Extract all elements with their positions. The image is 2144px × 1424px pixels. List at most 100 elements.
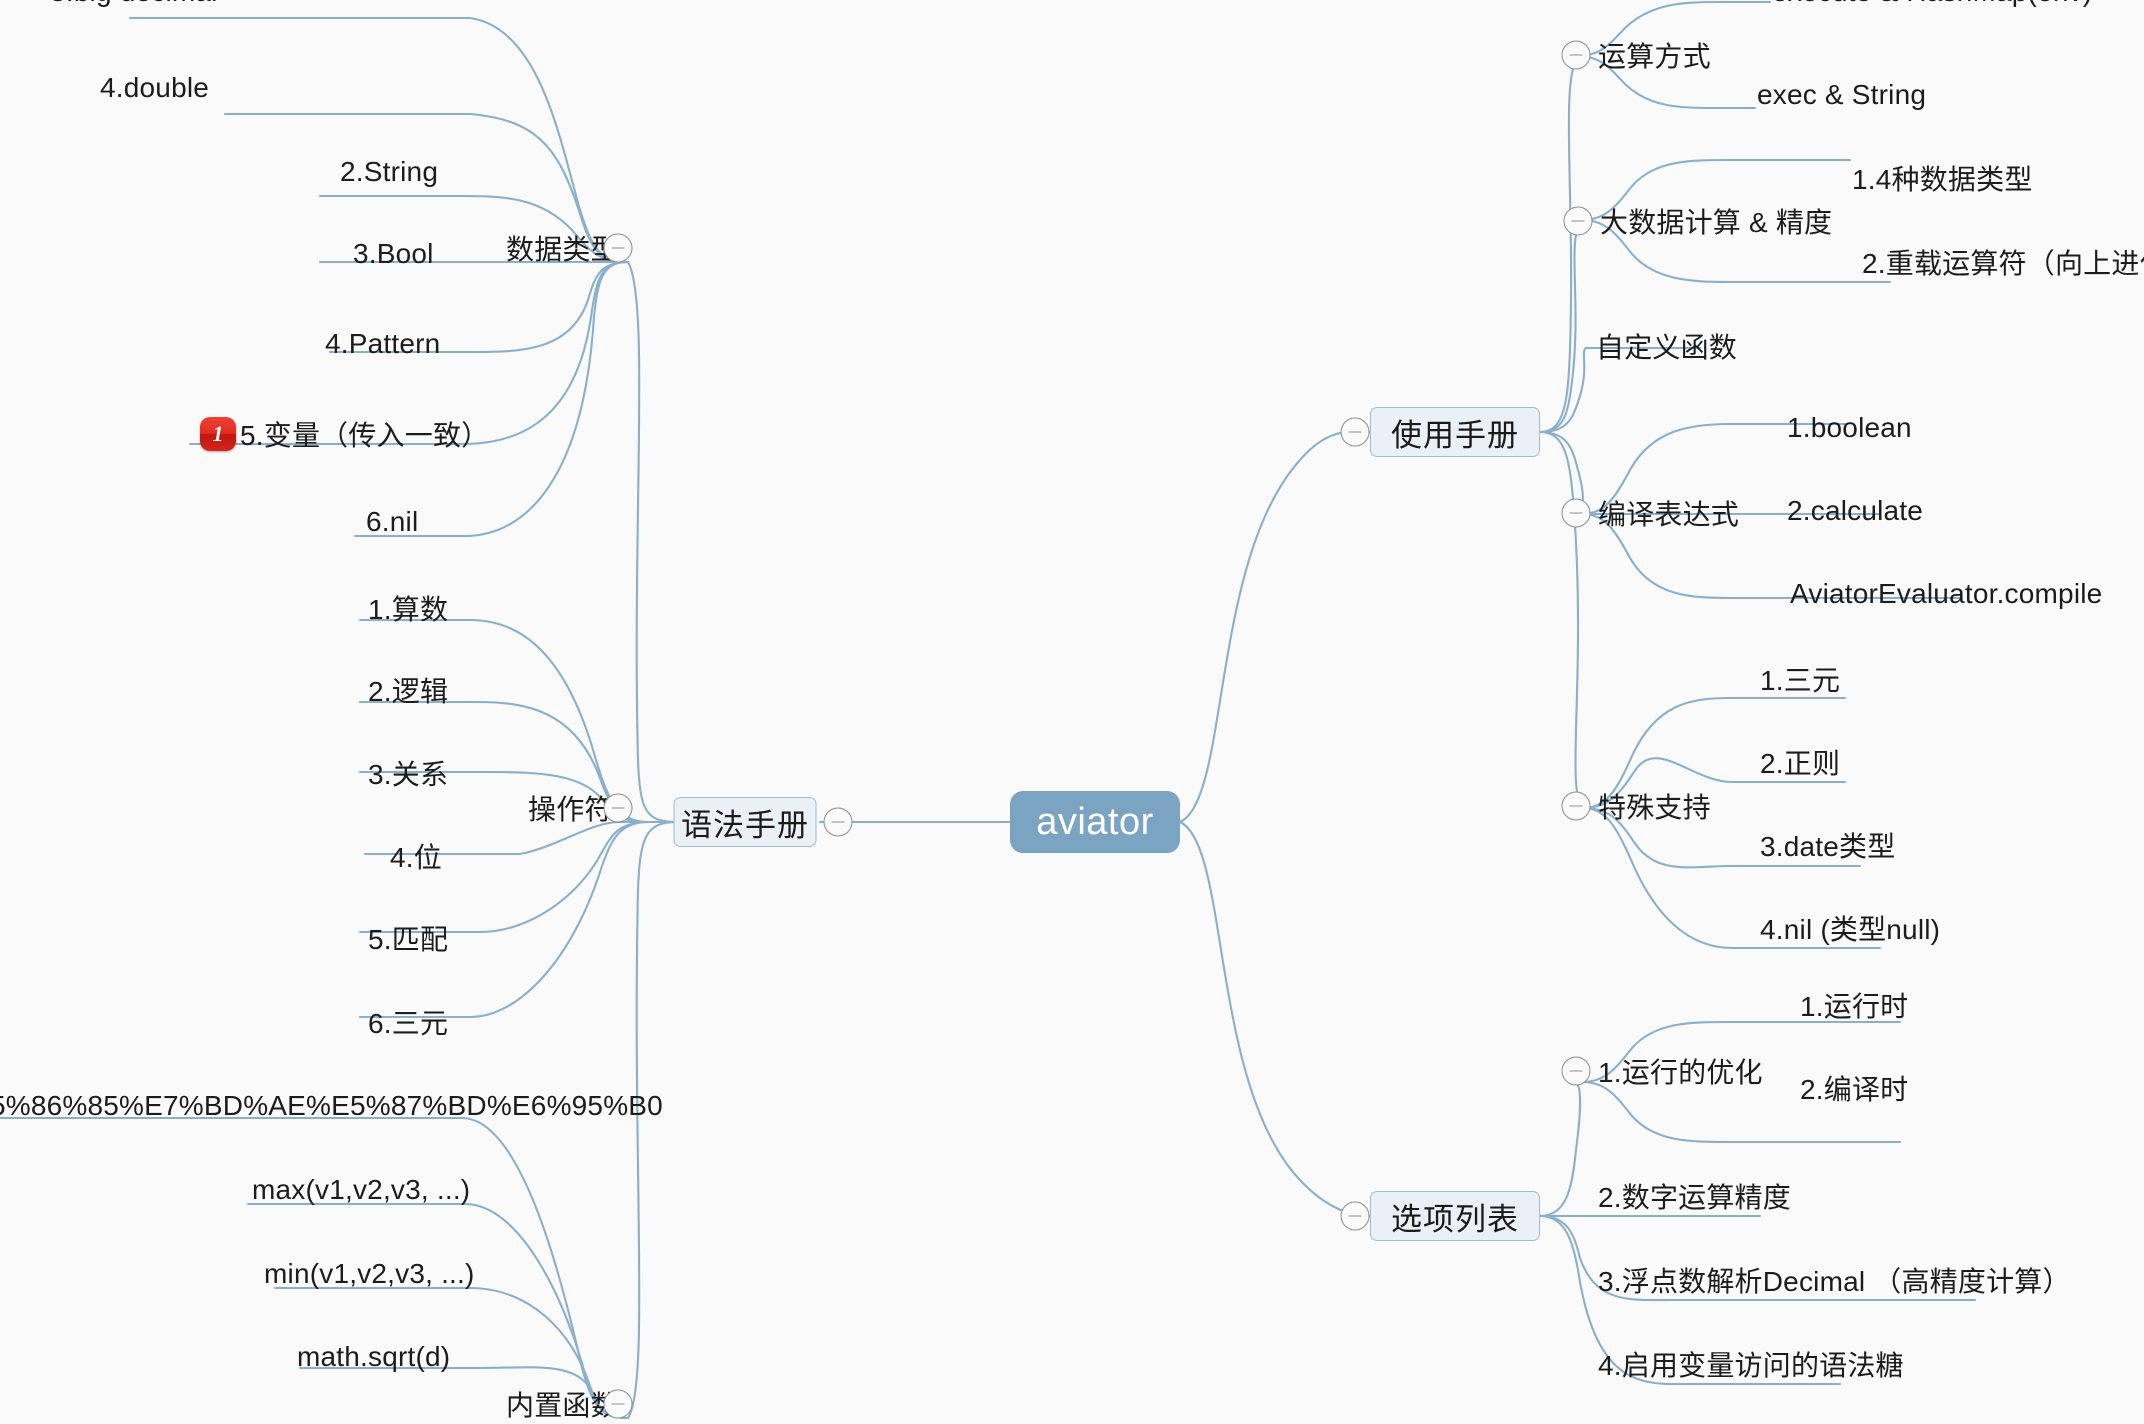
leaf-node-ternary-support[interactable]: 1.三元 (1760, 659, 1840, 699)
group-node-numeric-precision[interactable]: 2.数字运算精度 (1598, 1176, 1791, 1216)
collapse-minus-icon-operation-mode[interactable] (1561, 40, 1591, 70)
badge-number: 1 (212, 421, 224, 446)
leaf-label: 5.匹配 (368, 924, 449, 955)
leaf-node-operator-overload[interactable]: 2.重载运算符（向上进位） (1862, 242, 2144, 282)
leaf-node-math-sqrt[interactable]: math.sqrt(d) (297, 1341, 450, 1373)
leaf-node-four-data-types[interactable]: 1.4种数据类型 (1852, 158, 2033, 198)
leaf-node-ternary[interactable]: 6.三元 (368, 1002, 448, 1042)
collapse-minus-icon-bigdata-precision[interactable] (1563, 206, 1593, 236)
leaf-label: min(v1,v2,v3, ...) (264, 1258, 475, 1289)
leaf-node-nil[interactable]: 6.nil (366, 506, 418, 538)
leaf-label: 2.calculate (1787, 495, 1924, 526)
group-node-compile-expression[interactable]: 编译表达式 (1598, 493, 1739, 533)
group-label: 运算方式 (1598, 41, 1711, 72)
leaf-label: 2.编译时 (1800, 1074, 1909, 1105)
leaf-label: AviatorEvaluator.compile (1790, 578, 2103, 609)
leaf-node-calculate[interactable]: 2.calculate (1787, 495, 1923, 527)
group-label: 特殊支持 (1598, 792, 1711, 823)
leaf-node-logic[interactable]: 2.逻辑 (368, 670, 448, 710)
leaf-node-match[interactable]: 5.匹配 (368, 918, 448, 958)
root-node-aviator[interactable]: aviator (1010, 791, 1180, 853)
collapse-minus-icon-special-support[interactable] (1561, 791, 1591, 821)
group-node-bigdata-precision[interactable]: 大数据计算 & 精度 (1600, 201, 1832, 241)
group-node-operation-mode[interactable]: 运算方式 (1598, 35, 1711, 75)
leaf-node-max[interactable]: max(v1,v2,v3, ...) (252, 1174, 470, 1206)
leaf-node-boolean[interactable]: 1.boolean (1787, 412, 1912, 444)
collapse-minus-icon-runtime-optimization[interactable] (1561, 1056, 1591, 1086)
branch-node-usage-manual[interactable]: 使用手册 (1370, 407, 1540, 457)
leaf-node-compiletime[interactable]: 2.编译时 (1800, 1068, 1908, 1108)
group-node-special-support[interactable]: 特殊支持 (1598, 786, 1711, 826)
leaf-label: 2.重载运算符（向上进位） (1862, 248, 2144, 279)
leaf-node-aviatorevaluator-compile[interactable]: AviatorEvaluator.compile (1790, 578, 2102, 610)
leaf-node-pattern[interactable]: 4.Pattern (325, 328, 440, 360)
branch-label: 选项列表 (1391, 1201, 1519, 1237)
leaf-label: execute & HashMap(env) (1772, 0, 2092, 7)
leaf-label: 3.date类型 (1760, 831, 1896, 862)
leaf-label: 4.nil (类型null) (1760, 914, 1941, 945)
collapse-minus-icon-data-types[interactable] (603, 233, 633, 263)
leaf-node-double[interactable]: 4.double (100, 72, 209, 104)
leaf-node-min[interactable]: min(v1,v2,v3, ...) (264, 1258, 475, 1290)
minus-glyph (831, 821, 845, 823)
leaf-label: 2.正则 (1760, 748, 1841, 779)
leaf-node-variable[interactable]: 5.变量（传入一致） (240, 414, 489, 454)
group-label: 自定义函数 (1596, 332, 1738, 363)
collapse-minus-icon-syntax-manual[interactable] (823, 807, 853, 837)
branch-node-syntax-manual[interactable]: 语法手册 (673, 797, 817, 847)
leaf-label: 4.Pattern (325, 328, 441, 359)
group-node-custom-function[interactable]: 自定义函数 (1596, 326, 1737, 366)
group-label: 2.数字运算精度 (1598, 1182, 1791, 1213)
leaf-node-bitwise[interactable]: 4.位 (390, 836, 442, 876)
leaf-label: 3.关系 (368, 759, 449, 790)
leaf-label: 4.double (100, 72, 210, 103)
leaf-node-execute-hashmap[interactable]: execute & HashMap(env) (1772, 0, 2092, 8)
leaf-label: 1.运行时 (1800, 991, 1909, 1022)
group-label: 大数据计算 & 精度 (1600, 207, 1833, 238)
group-node-data-types[interactable]: 数据类型 (506, 228, 619, 268)
leaf-label: 5%86%85%E7%BD%AE%E5%87%BD%E6%95%B0 (0, 1090, 663, 1121)
leaf-node-string[interactable]: 2.String (340, 156, 438, 188)
collapse-minus-icon-operators[interactable] (603, 793, 633, 823)
group-label: 操作符 (528, 794, 613, 825)
leaf-label: 6.nil (366, 506, 419, 537)
collapse-minus-icon-builtin-functions[interactable] (603, 1389, 633, 1419)
branch-node-option-list[interactable]: 选项列表 (1370, 1191, 1540, 1241)
collapse-minus-icon-usage-manual[interactable] (1340, 417, 1370, 447)
group-node-operators[interactable]: 操作符 (528, 788, 613, 828)
leaf-node-exec-string[interactable]: exec & String (1757, 79, 1926, 111)
leaf-label: 5.变量（传入一致） (240, 420, 490, 451)
branch-label: 使用手册 (1391, 417, 1519, 453)
minus-glyph (1348, 1215, 1362, 1217)
collapse-minus-icon-compile-expression[interactable] (1561, 498, 1591, 528)
leaf-label: 1.三元 (1760, 665, 1841, 696)
leaf-label: 1.算数 (368, 594, 449, 625)
leaf-node-nil-null-type[interactable]: 4.nil (类型null) (1760, 908, 1940, 948)
leaf-label: 1.boolean (1787, 412, 1912, 443)
priority-badge-icon-1[interactable]: 1 (200, 417, 236, 451)
leaf-node-regex-support[interactable]: 2.正则 (1760, 742, 1840, 782)
group-node-variable-syntax-sugar[interactable]: 4.启用变量访问的语法糖 (1598, 1344, 1904, 1384)
leaf-label: 2.String (340, 156, 439, 187)
leaf-node-big-decimal[interactable]: 3.big decimal (50, 0, 218, 8)
leaf-label: 6.三元 (368, 1008, 449, 1039)
leaf-label: 4.位 (390, 842, 442, 873)
root-node-label: aviator (1036, 800, 1154, 843)
collapse-minus-icon-option-list[interactable] (1340, 1201, 1370, 1231)
leaf-label: 3.Bool (353, 238, 434, 269)
leaf-node-bool[interactable]: 3.Bool (353, 238, 434, 270)
group-node-builtin-functions[interactable]: 内置函数 (506, 1384, 619, 1424)
group-node-runtime-optimization[interactable]: 1.运行的优化 (1598, 1051, 1763, 1091)
leaf-node-arithmetic[interactable]: 1.算数 (368, 588, 448, 628)
group-label: 1.运行的优化 (1598, 1057, 1763, 1088)
group-label: 编译表达式 (1598, 499, 1740, 530)
leaf-node-date-type[interactable]: 3.date类型 (1760, 825, 1895, 865)
leaf-node-encoded-builtin[interactable]: 5%86%85%E7%BD%AE%E5%87%BD%E6%95%B0 (0, 1090, 663, 1122)
leaf-label: exec & String (1757, 79, 1927, 110)
group-label: 3.浮点数解析Decimal （高精度计算） (1598, 1266, 2071, 1297)
leaf-node-runtime[interactable]: 1.运行时 (1800, 985, 1908, 1025)
group-node-decimal-parsing[interactable]: 3.浮点数解析Decimal （高精度计算） (1598, 1260, 2071, 1300)
leaf-label: math.sqrt(d) (297, 1341, 451, 1372)
leaf-node-relation[interactable]: 3.关系 (368, 753, 448, 793)
